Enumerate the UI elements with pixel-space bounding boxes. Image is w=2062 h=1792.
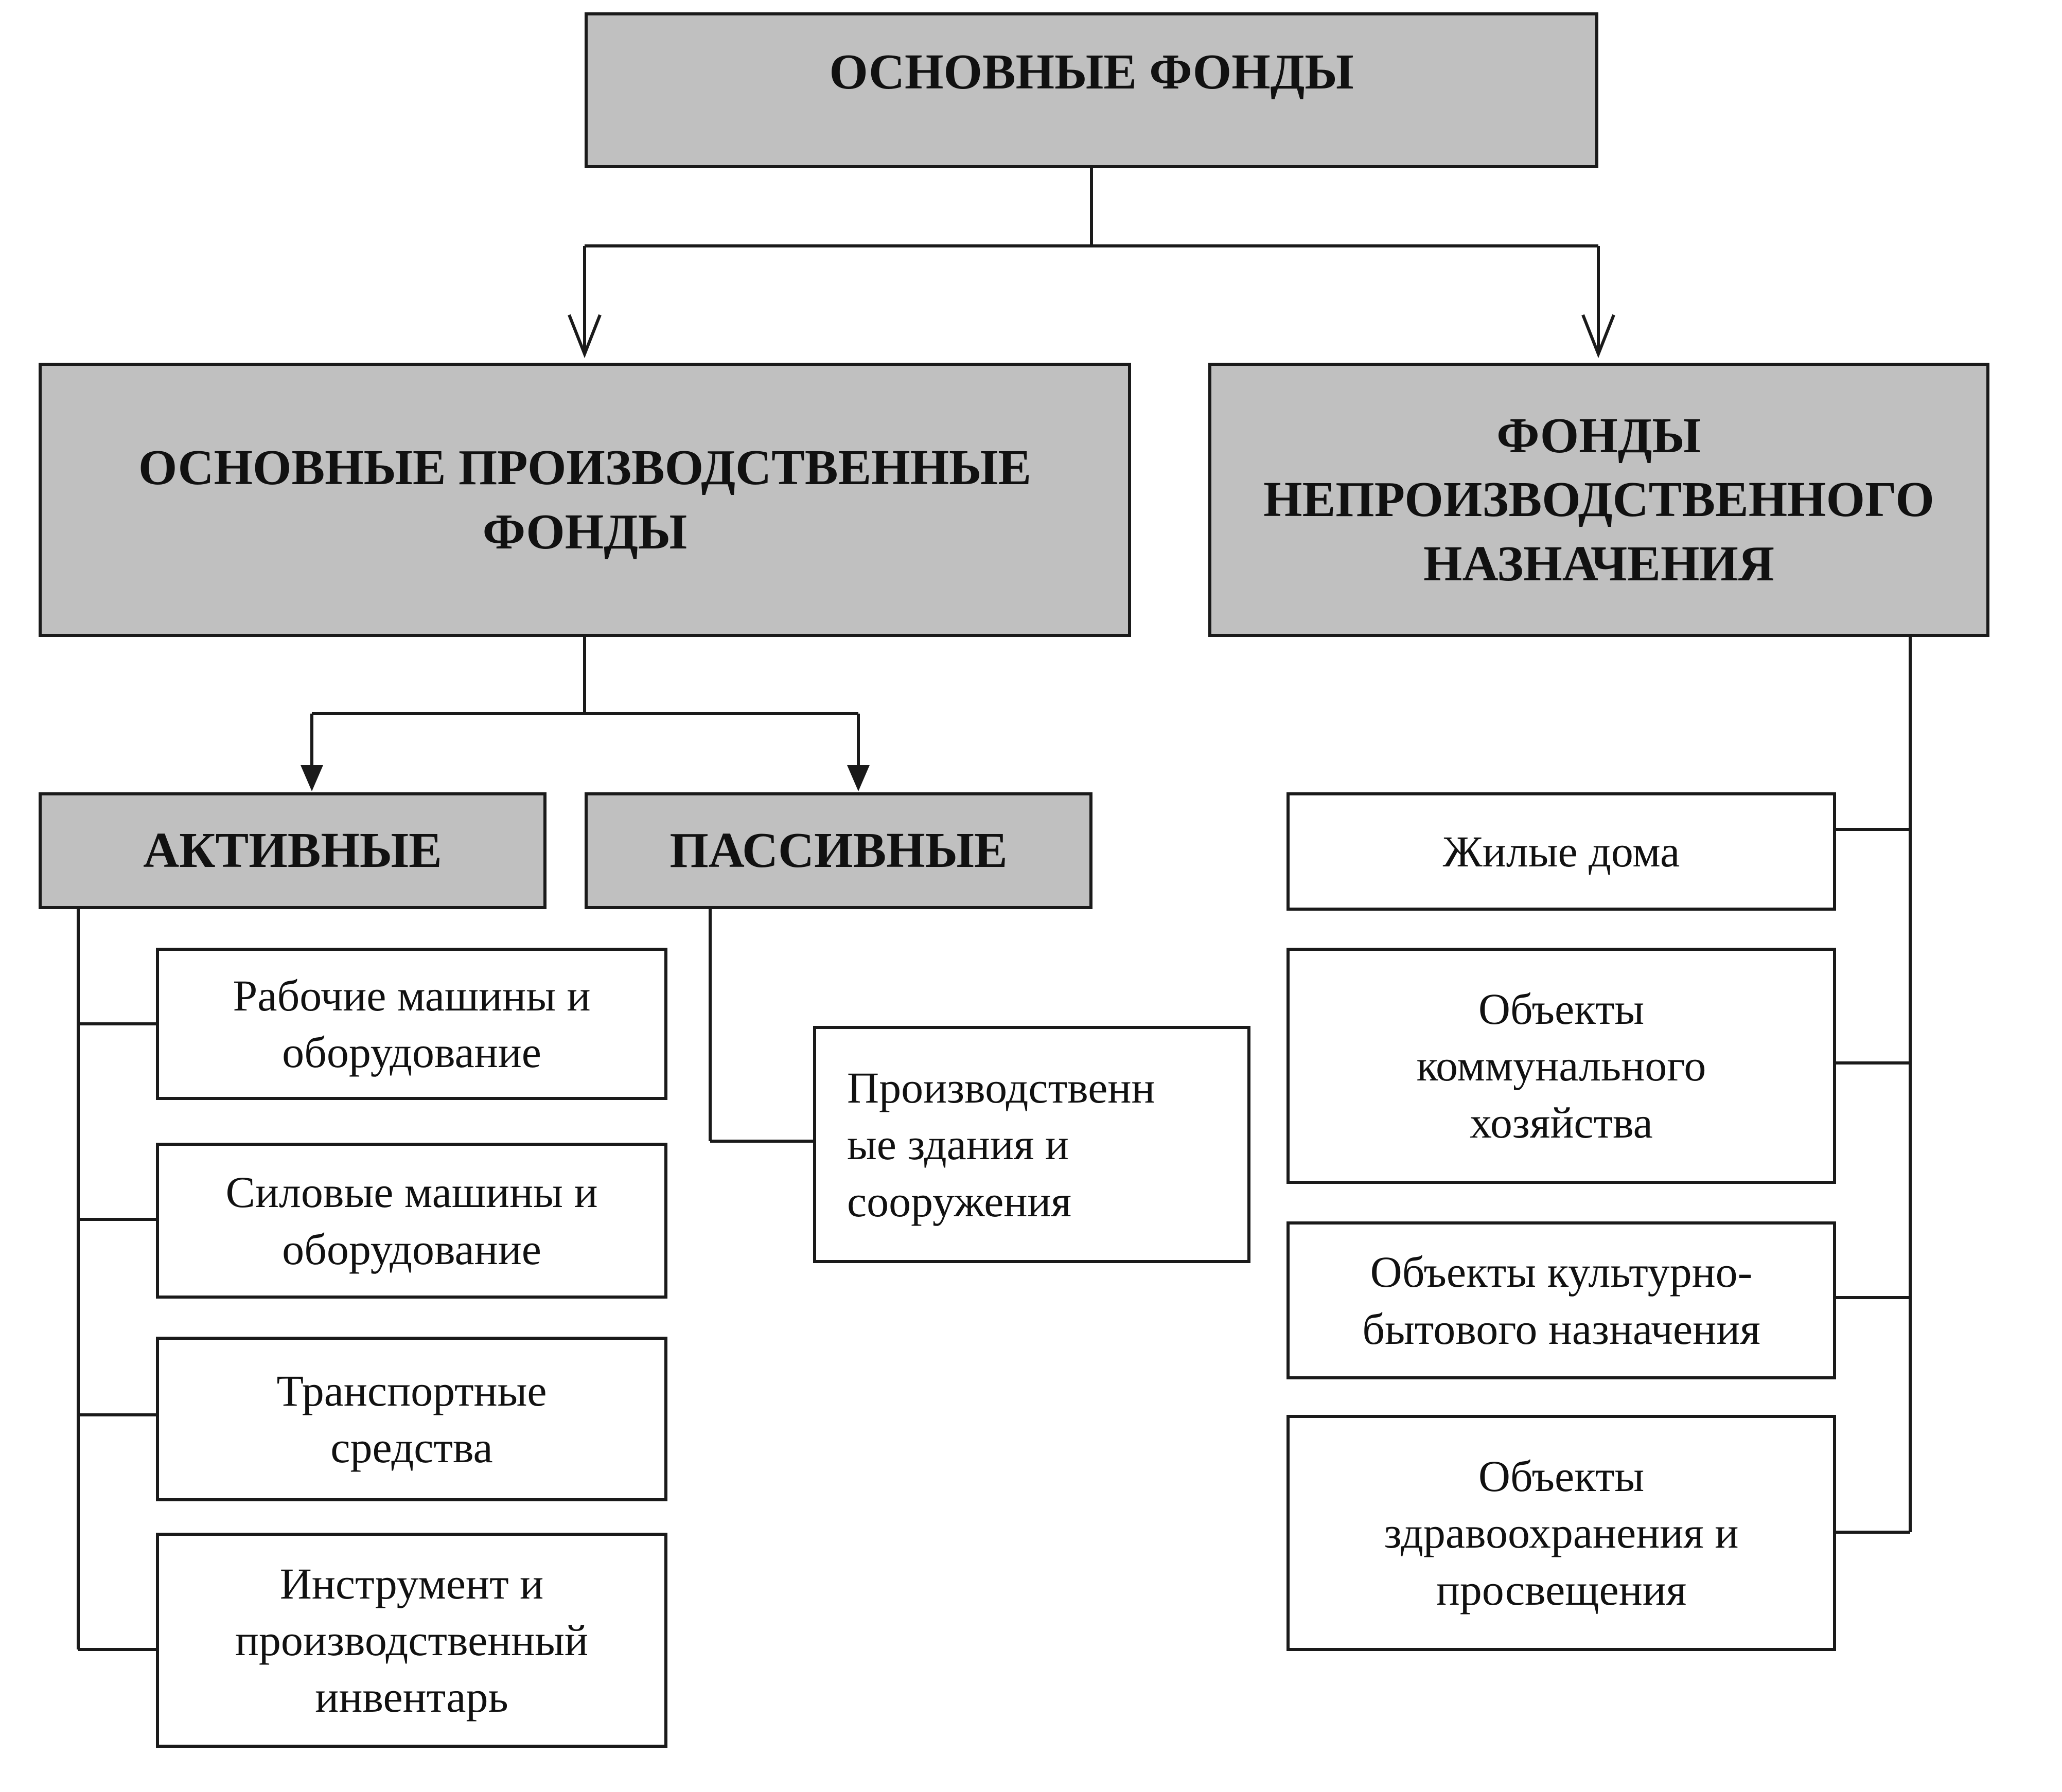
active-item-4: Инструмент и производственный инвентарь bbox=[156, 1533, 667, 1748]
nonprod-item-1: Жилые дома bbox=[1286, 792, 1836, 911]
passive-node: ПАССИВНЫЕ bbox=[585, 792, 1092, 909]
root-node: ОСНОВНЫЕ ФОНДЫ bbox=[585, 12, 1598, 168]
active-node: АКТИВНЫЕ bbox=[39, 792, 547, 909]
active-item-label: Рабочие машины и оборудование bbox=[233, 970, 591, 1077]
active-item-1: Рабочие машины и оборудование bbox=[156, 948, 667, 1100]
active-label: АКТИВНЫЕ bbox=[143, 823, 442, 878]
arrowhead-active bbox=[301, 765, 323, 791]
passive-item-label: Производственн ые здания и сооружения bbox=[847, 1063, 1155, 1226]
arrowhead-passive bbox=[847, 765, 870, 791]
production-node: ОСНОВНЫЕ ПРОИЗВОДСТВЕННЫЕ ФОНДЫ bbox=[39, 363, 1131, 637]
root-label: ОСНОВНЫЕ ФОНДЫ bbox=[829, 44, 1354, 99]
nonprod-item-label: Объекты культурно- бытового назначения bbox=[1362, 1247, 1760, 1354]
nonprod-item-3: Объекты культурно- бытового назначения bbox=[1286, 1221, 1836, 1379]
passive-item-1: Производственн ые здания и сооружения bbox=[813, 1026, 1250, 1263]
nonprod-item-label: Жилые дома bbox=[1442, 826, 1680, 876]
active-item-label: Силовые машины и оборудование bbox=[225, 1167, 598, 1274]
arrowhead-nonproduction bbox=[1581, 314, 1615, 359]
production-label: ОСНОВНЫЕ ПРОИЗВОДСТВЕННЫЕ ФОНДЫ bbox=[138, 440, 1032, 559]
nonprod-item-label: Объекты здравоохранения и просвещения bbox=[1384, 1451, 1739, 1614]
nonprod-item-label: Объекты коммунального хозяйства bbox=[1416, 984, 1706, 1147]
arrowhead-production bbox=[568, 314, 602, 359]
active-item-2: Силовые машины и оборудование bbox=[156, 1143, 667, 1299]
passive-label: ПАССИВНЫЕ bbox=[669, 823, 1008, 878]
nonprod-item-4: Объекты здравоохранения и просвещения bbox=[1286, 1415, 1836, 1651]
nonprod-item-2: Объекты коммунального хозяйства bbox=[1286, 948, 1836, 1184]
active-item-label: Транспортные средства bbox=[276, 1365, 547, 1472]
nonproduction-node: ФОНДЫ НЕПРОИЗВОДСТВЕННОГО НАЗНАЧЕНИЯ bbox=[1208, 363, 1989, 637]
active-item-label: Инструмент и производственный инвентарь bbox=[235, 1558, 589, 1722]
active-item-3: Транспортные средства bbox=[156, 1337, 667, 1501]
nonproduction-label: ФОНДЫ НЕПРОИЗВОДСТВЕННОГО НАЗНАЧЕНИЯ bbox=[1263, 408, 1934, 591]
